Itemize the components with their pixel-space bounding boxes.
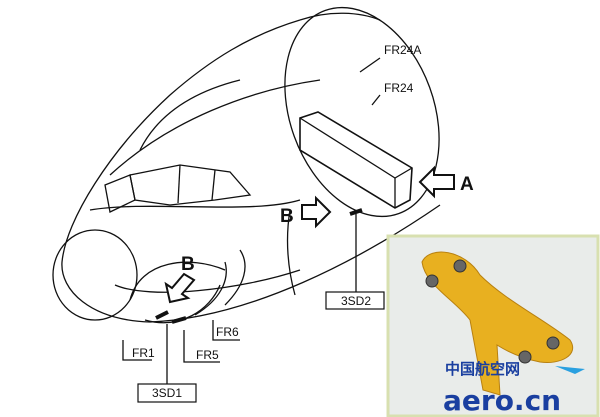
label-arrow-a: A: [460, 174, 474, 195]
watermark-latin: aero.cn: [443, 384, 561, 417]
label-box-3sd2: [325, 291, 385, 310]
label-3sd1: 3SD1: [152, 386, 182, 400]
label-fr6: FR6: [216, 325, 239, 339]
label-fr5: FR5: [196, 348, 219, 362]
equipment-box: [299, 111, 413, 209]
label-fr24: FR24: [384, 81, 414, 95]
label-3sd2: 3SD2: [341, 294, 371, 308]
fuselage-outline: [52, 6, 441, 324]
arrow-b-side-icon: [301, 195, 332, 229]
label-arrow-b-side: B: [280, 206, 294, 227]
label-fr1: FR1: [132, 346, 155, 360]
arrow-a-icon: [418, 165, 455, 199]
label-fr24a: FR24A: [384, 43, 421, 57]
plane-logo-icon: [555, 366, 585, 374]
watermark-chinese: 中国航空网: [445, 360, 520, 378]
fr24-leaders: [359, 57, 381, 106]
arrow-b-bottom-icon: [164, 272, 196, 304]
bracket-photo: [386, 234, 600, 417]
label-arrow-b-bottom: B: [181, 254, 195, 275]
label-box-3sd1: [137, 383, 197, 403]
